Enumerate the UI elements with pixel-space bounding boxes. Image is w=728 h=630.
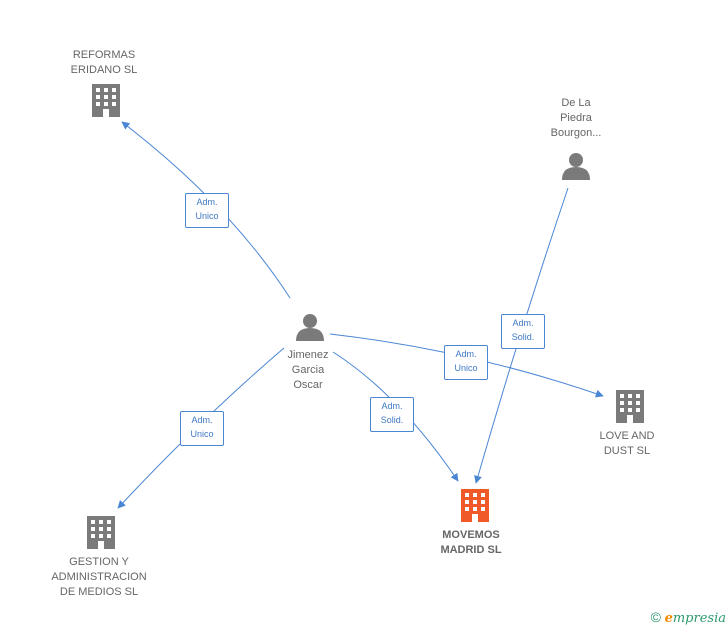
edge-badge-jimenez-reformas: Adm. Unico xyxy=(185,193,229,228)
edge-badge-jimenez-love: Adm. Unico xyxy=(444,345,488,380)
node-label-piedra[interactable]: De La Piedra Bourgon... xyxy=(550,97,602,139)
edge-badge-jimenez-gestion: Adm. Unico xyxy=(180,411,224,446)
building-icon[interactable] xyxy=(616,390,644,423)
brand-footer[interactable]: © empresia xyxy=(651,609,726,626)
building-icon[interactable] xyxy=(87,516,115,549)
building-icon[interactable] xyxy=(92,84,120,117)
person-icon[interactable] xyxy=(562,153,590,180)
person-icon[interactable] xyxy=(296,314,324,341)
copyright-icon: © xyxy=(650,609,661,625)
node-label-gestion[interactable]: GESTION Y ADMINISTRACION DE MEDIOS SL xyxy=(51,556,147,598)
node-label-jimenez[interactable]: Jimenez Garcia Oscar xyxy=(287,349,329,391)
node-label-movemos[interactable]: MOVEMOS MADRID SL xyxy=(440,529,502,556)
brand-logo-e: e xyxy=(664,611,673,626)
node-label-reformas[interactable]: REFORMAS ERIDANO SL xyxy=(70,49,138,76)
node-label-love[interactable]: LOVE AND DUST SL xyxy=(599,430,655,457)
building-icon-target[interactable] xyxy=(461,489,489,522)
brand-logo-text: mpresia xyxy=(672,611,726,626)
edge-badge-jimenez-movemos: Adm. Solid. xyxy=(370,397,414,432)
edge-badge-piedra-movemos: Adm. Solid. xyxy=(501,314,545,349)
